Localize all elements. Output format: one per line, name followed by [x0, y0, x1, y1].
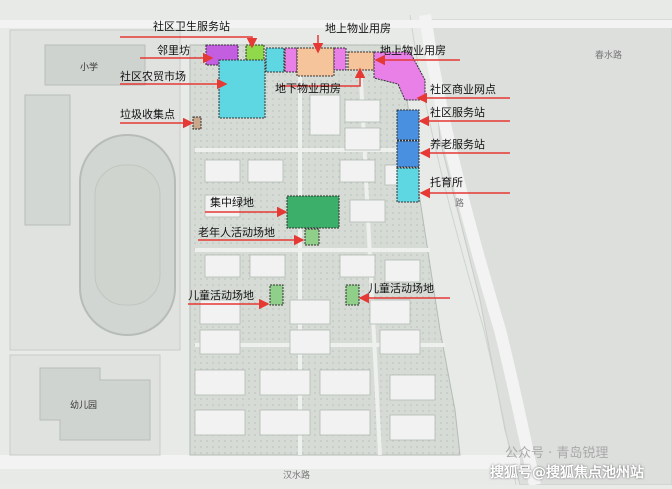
cyan-corner-block [265, 47, 285, 73]
label-neighborhood: 邻里坊 [157, 44, 190, 57]
label-kindergarten: 幼儿园 [70, 401, 98, 411]
residential-building [379, 329, 421, 355]
label-road-right: 路 [455, 199, 465, 209]
residential-building [289, 329, 331, 355]
label-school: 小学 [80, 63, 99, 73]
residential-building [389, 414, 436, 441]
label-service-station: 社区服务站 [430, 106, 485, 119]
child-activity-left-block [269, 284, 284, 306]
residential-building [259, 409, 311, 436]
label-above-ground-1: 地上物业用房 [325, 22, 391, 35]
residential-building [289, 299, 331, 325]
residential-building [349, 199, 386, 223]
top-road [0, 20, 672, 28]
arrow-health-station [120, 36, 258, 49]
watermark-source: 公众号 · 青岛锐理 [505, 446, 609, 461]
service-station-block [396, 109, 420, 141]
label-child-activity-right: 儿童活动场地 [368, 282, 434, 295]
elderly-service-block [396, 140, 420, 168]
residential-building [247, 159, 284, 183]
sports-field [94, 164, 161, 306]
kindergarten-building [39, 367, 151, 441]
residential-building [389, 374, 436, 401]
label-commercial: 社区商业网点 [430, 83, 496, 96]
child-activity-right-block [345, 284, 360, 306]
residential-building [204, 254, 241, 278]
residential-building [344, 99, 381, 123]
label-elderly-activity: 老年人活动场地 [198, 226, 275, 239]
residential-building [249, 254, 286, 278]
elderly-activity-block [304, 228, 320, 246]
label-above-ground-2: 地上物业用房 [380, 44, 446, 57]
east-land-parcel [429, 19, 672, 486]
residential-buildings [194, 94, 436, 441]
label-road-bottom: 汉水路 [283, 471, 311, 481]
green-space-block [286, 195, 340, 229]
label-garbage: 垃圾收集点 [120, 108, 175, 121]
residential-building [309, 94, 341, 136]
residential-building [194, 409, 246, 436]
nursery-block [396, 167, 420, 203]
residential-building [319, 409, 371, 436]
residential-building [344, 127, 381, 151]
magenta-strip-block [284, 47, 298, 73]
annotation-lines [120, 35, 510, 310]
residential-building [194, 369, 246, 396]
farmers-market-block [218, 59, 266, 119]
residential-building [259, 369, 311, 396]
bottom-road [0, 455, 520, 469]
label-elderly-service: 养老服务站 [430, 138, 485, 151]
school-building-2 [24, 94, 71, 226]
residential-building [369, 299, 411, 325]
garbage-point-block [192, 116, 202, 130]
residential-building [204, 159, 241, 183]
label-nursery: 托育所 [430, 176, 463, 189]
residential-building [319, 369, 371, 396]
label-farmers-market: 社区农贸市场 [120, 70, 186, 83]
above-ground-property-block-1 [333, 47, 347, 71]
arrow-underground [280, 67, 366, 87]
residential-building [339, 254, 376, 278]
school-building [44, 44, 146, 86]
residential-building [339, 159, 376, 183]
above-ground-property-block-2 [347, 51, 375, 71]
label-underground: 地下物业用房 [275, 82, 341, 95]
commercial-outlet-block [373, 51, 426, 101]
underground-property-block [296, 47, 335, 77]
residential-building [199, 329, 241, 355]
label-child-activity-left: 儿童活动场地 [188, 289, 254, 302]
watermark-credit: 搜狐号@搜狐焦点池州站 [490, 465, 644, 481]
label-health-station: 社区卫生服务站 [153, 20, 230, 33]
label-road-top: 春水路 [595, 51, 623, 61]
residential-building [384, 259, 421, 283]
label-green-space: 集中绿地 [210, 196, 254, 209]
